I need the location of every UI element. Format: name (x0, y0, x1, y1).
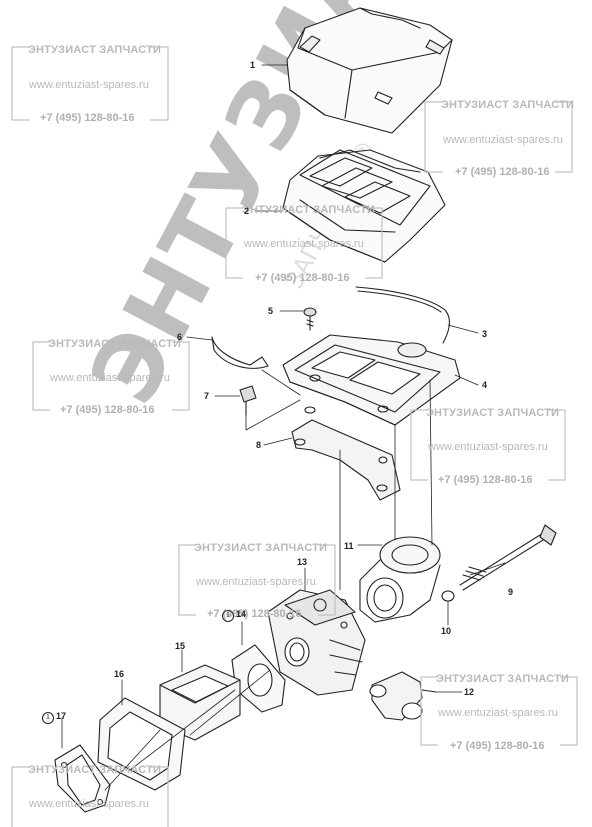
watermark-phone: +7 (495) 128-80-16 (450, 740, 545, 752)
watermark-title: ЭНТУЗИАСТ ЗАПЧАСТИ (426, 407, 560, 419)
callout-5: 5 (268, 306, 274, 316)
air-filter-part (282, 149, 446, 263)
bracket-part (291, 419, 401, 501)
watermark-title: ЭНТУЗИАСТ ЗАПЧАСТИ (441, 99, 575, 111)
watermark-url: www.entuziast-spares.ru (29, 798, 149, 810)
watermark-url: www.entuziast-spares.ru (196, 576, 316, 588)
watermark-phone: +7 (495) 128-80-16 (438, 474, 533, 486)
callout-6: 6 (177, 332, 183, 342)
watermark-url: www.entuziast-spares.ru (244, 238, 364, 250)
watermark-url: www.entuziast-spares.ru (29, 79, 149, 91)
watermark-phone: +7 (495) 128-80-16 (455, 166, 550, 178)
wire-clip-part (355, 286, 450, 344)
intake-elbow-part (359, 536, 441, 623)
watermark-title: ЭНТУЗИАСТ ЗАПЧАСТИ (194, 542, 328, 554)
watermark-url: www.entuziast-spares.ru (428, 441, 548, 453)
watermark-title: ЭНТУЗИАСТ ЗАПЧАСТИ (242, 204, 376, 216)
watermark-title: ЭНТУЗИАСТ ЗАПЧАСТИ (48, 338, 182, 350)
carburetor-part (267, 589, 366, 696)
watermark-url: www.entuziast-spares.ru (443, 134, 563, 146)
callout-7: 7 (204, 391, 210, 401)
watermark-title: ЭНТУЗИАСТ ЗАПЧАСТИ (28, 44, 162, 56)
callout-1: 1 (250, 60, 256, 70)
long-bolt-part (459, 524, 557, 591)
bolt-part (239, 385, 257, 416)
watermark-phone: +7 (495) 128-80-16 (40, 112, 135, 124)
callout-9: 9 (508, 587, 514, 597)
callout-10: 10 (441, 626, 452, 636)
watermark-phone: +7 (495) 128-80-16 (60, 404, 155, 416)
gasket-part (231, 644, 286, 713)
filter-base-plate-part (282, 334, 461, 426)
watermark-url: www.entuziast-spares.ru (50, 372, 170, 384)
callout-8: 8 (256, 440, 262, 450)
gasket-17-part (54, 744, 111, 813)
callout-4: 4 (482, 380, 488, 390)
watermark-title: ЭНТУЗИАСТ ЗАПЧАСТИ (28, 764, 162, 776)
callout-13: 13 (297, 557, 308, 567)
callout-2: 2 (244, 206, 250, 216)
watermark-url: www.entuziast-spares.ru (438, 707, 558, 719)
callout-3: 3 (482, 329, 488, 339)
callout-15: 15 (175, 641, 186, 651)
screw-part (303, 307, 317, 331)
clip-part (211, 336, 269, 369)
callout-12: 12 (464, 687, 475, 697)
callout-11: 11 (344, 541, 354, 551)
air-filter-cover-part (286, 7, 453, 134)
washer-part (441, 590, 455, 602)
hose-part (369, 671, 437, 721)
intake-adapter-part (159, 664, 241, 741)
watermark-title: ЭНТУЗИАСТ ЗАПЧАСТИ (436, 673, 570, 685)
callout-16: 16 (114, 669, 125, 679)
watermark-phone: +7 (495) 128-80-16 (255, 272, 350, 284)
